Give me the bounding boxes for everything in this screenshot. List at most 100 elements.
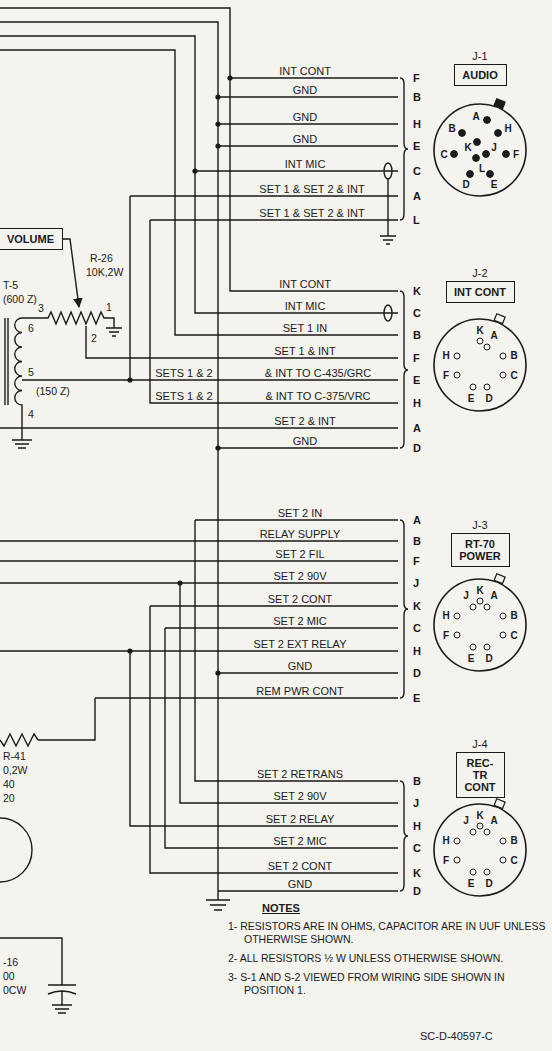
drawing-number: SC-D-40597-C [420, 1030, 493, 1042]
pin-letter: J [413, 577, 419, 589]
pin-letter: C [440, 149, 447, 160]
control-name: VOLUME [6, 233, 55, 245]
pin-letter: K [413, 600, 421, 612]
connector-pin [500, 353, 506, 359]
component-value: (150 Z) [36, 385, 70, 397]
connector-pin [487, 171, 494, 178]
connector-pin [484, 384, 490, 390]
pin-letter: K [476, 325, 483, 336]
signal-name: SET 1 & SET 2 & INT [257, 207, 366, 219]
pin-letter: A [490, 590, 497, 601]
signal-name: GND [286, 878, 314, 890]
connector-function: INT CONT [454, 286, 507, 298]
pin-letter: K [413, 867, 421, 879]
shield-symbol [384, 305, 392, 321]
connector-pin [495, 130, 502, 137]
connector-designation: J-4 [472, 738, 487, 750]
pin-letter: K [413, 285, 421, 297]
connector-designation: J-1 [472, 50, 487, 62]
pin-letter: H [413, 397, 421, 409]
pin-letter: B [413, 775, 421, 787]
pin-letter: D [485, 393, 492, 404]
pin-letter: A [413, 422, 421, 434]
component-value: 2 [91, 332, 97, 344]
meter-outline [0, 818, 32, 882]
component-value: 10K,2W [86, 266, 123, 278]
signal-name: SET 2 90V [272, 570, 329, 582]
junction-dot [215, 143, 220, 148]
signal-name: SETS 1 & 2 [153, 367, 214, 379]
signal-name: SET 2 MIC [271, 615, 329, 627]
connector-designation: J-2 [472, 267, 487, 279]
pin-letter: C [510, 855, 517, 866]
pin-letter: C [510, 370, 517, 381]
connector-pin [451, 151, 458, 158]
component-value: (600 Z) [3, 293, 37, 305]
signal-name: SET 2 EXT RELAY [252, 638, 349, 650]
connector-pin [454, 613, 460, 619]
signal-name: SET 2 & INT [272, 415, 338, 427]
pin-letter: A [490, 815, 497, 826]
connector-pin [473, 155, 480, 162]
pin-letter: A [413, 190, 421, 202]
connector-face [434, 574, 526, 671]
set1-int-wire [86, 326, 398, 358]
notes-heading: NOTES [262, 902, 300, 914]
pin-letter: H [413, 118, 421, 130]
pin-letter: B [413, 91, 421, 103]
signal-name: GND [286, 660, 314, 672]
pin-letter: H [504, 123, 511, 134]
component-value: 0,2W [3, 764, 28, 776]
pin-letter: B [413, 535, 421, 547]
pin-letter: E [468, 653, 475, 664]
component-value: 40 [3, 778, 15, 790]
connector-pin [470, 869, 476, 875]
connector-pin [470, 604, 476, 610]
connector-shell [434, 804, 526, 896]
connector-name-box: J-1AUDIO [454, 64, 507, 86]
connector-bracket [400, 78, 408, 220]
pin-letter: B [510, 835, 517, 846]
connector-pin [454, 857, 460, 863]
pin-letter: C [510, 630, 517, 641]
component-value: 00 [3, 970, 15, 982]
pin-letter: E [468, 878, 475, 889]
connector-faces [434, 99, 526, 896]
signal-name: SET 1 & SET 2 & INT [257, 183, 366, 195]
component-value: 1 [106, 301, 112, 313]
pin-letter: B [413, 329, 421, 341]
note-text: 2- ALL RESISTORS ½ W UNLESS OTHERWISE SH… [228, 952, 546, 965]
component-value: 5 [28, 366, 34, 378]
pin-letter: D [485, 653, 492, 664]
connector-key [494, 314, 505, 324]
shield-symbol [384, 163, 392, 179]
connector-pin [454, 353, 460, 359]
junction-dot [215, 94, 220, 99]
connector-pin [454, 372, 460, 378]
pin-letter: B [448, 123, 455, 134]
pin-letter: E [413, 374, 420, 386]
component-value: 4 [28, 408, 34, 420]
pin-letter: F [443, 855, 449, 866]
connector-name-box: J-4REC-TR CONT [456, 752, 505, 798]
resistor-symbol [22, 312, 122, 336]
note-text: 1- RESISTORS ARE IN OHMS, CAPACITOR ARE … [228, 920, 546, 946]
connector-key [494, 574, 505, 584]
pin-letter: L [413, 214, 420, 226]
connector-shell [434, 319, 526, 411]
signal-name: SET 2 RETRANS [255, 768, 345, 780]
connector-pin [477, 598, 483, 604]
signal-name: & INT TO C-435/GRC [263, 367, 373, 379]
connector-pin [477, 823, 483, 829]
connector-face [434, 99, 526, 196]
connector-pin [454, 838, 460, 844]
component-value: 0CW [3, 984, 26, 996]
component-value: -16 [3, 956, 18, 968]
set-int-wire [22, 196, 398, 403]
ground-bus [0, 22, 398, 900]
signal-name: SET 2 MIC [271, 835, 329, 847]
connector-key [494, 799, 505, 809]
connector-name-box: J-3RT-70 POWER [451, 533, 510, 567]
